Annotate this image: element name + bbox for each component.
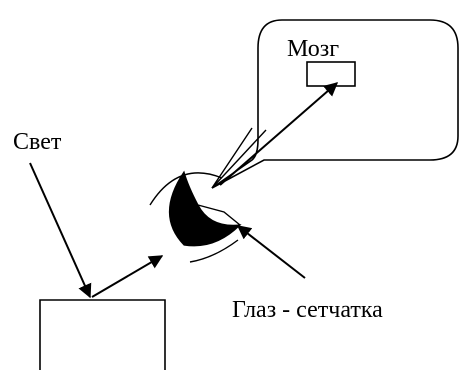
brain-label: Мозг [287,36,339,62]
brain-box-icon [306,61,356,87]
light-label: Свет [13,129,62,155]
optic-nerve-line-1 [211,129,267,189]
signal-to-brain-arrow [219,82,339,186]
reflected-ray-arrow [91,255,164,298]
light-ray-line [29,162,92,299]
object-box-icon [39,299,166,370]
optic-nerve-line-2 [211,127,253,189]
eye-front-notch [197,204,241,226]
eye-retina-icon [168,170,242,247]
eye-retina-label: Глаз - сетчатка [232,297,383,323]
retina-pointer-arrow [236,225,306,279]
eye-lower-arc [189,239,239,263]
brain-callout-bubble [211,19,459,189]
